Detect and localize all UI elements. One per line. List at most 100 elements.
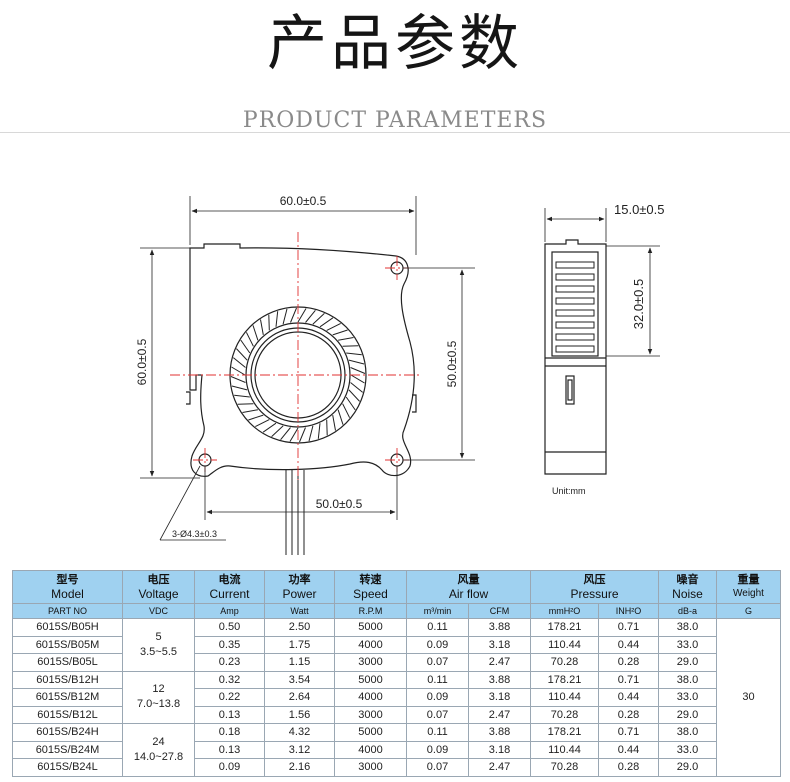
cell-m3: 0.09: [406, 688, 469, 707]
side-fin: [555, 309, 595, 317]
voltage-nominal: 24: [152, 735, 165, 748]
impeller-blade: [245, 332, 254, 347]
subheader-inh2o: INH²O: [598, 603, 659, 619]
cell-mmh2o: 70.28: [530, 653, 599, 672]
cell-amp: 0.22: [194, 688, 265, 707]
impeller-blade: [271, 425, 284, 437]
subheader-part-no: PART NO: [12, 603, 123, 619]
cell-model: 6015S/B24M: [12, 740, 123, 759]
cell-rpm: 5000: [334, 723, 407, 742]
impeller-blade: [234, 394, 250, 398]
cell-db: 38.0: [658, 618, 717, 637]
cell-cfm: 3.18: [468, 635, 531, 654]
dim-height: [140, 247, 200, 479]
impeller-blade: [326, 322, 341, 331]
side-fin: [555, 345, 595, 353]
impeller-blade: [312, 313, 325, 325]
cell-inh2o: 0.71: [598, 670, 659, 689]
impeller-blade: [231, 366, 246, 376]
impeller-blade: [319, 317, 334, 328]
cell-m3: 0.09: [406, 635, 469, 654]
subheader-watt: Watt: [264, 603, 335, 619]
cell-cfm: 3.18: [468, 688, 531, 707]
cell-cfm: 3.88: [468, 670, 531, 689]
cell-amp: 0.32: [194, 670, 265, 689]
impeller-blade: [232, 357, 246, 368]
cell-amp: 0.09: [194, 758, 265, 777]
cell-rpm: 5000: [334, 670, 407, 689]
cell-db: 29.0: [658, 705, 717, 724]
side-view: [544, 239, 607, 475]
hole-note: 3-Ø4.3±0.3: [172, 529, 217, 539]
impeller-blade: [280, 427, 291, 441]
cell-rpm: 5000: [334, 618, 407, 637]
cell-inh2o: 0.44: [598, 635, 659, 654]
cell-model: 6015S/B12H: [12, 670, 123, 689]
subheader-g: G: [716, 603, 781, 619]
dim-width-label: 60.0±0.5: [280, 194, 327, 208]
cell-amp: 0.18: [194, 723, 265, 742]
cell-cfm: 3.18: [468, 740, 531, 759]
cell-m3: 0.09: [406, 740, 469, 759]
impeller-blade: [282, 308, 288, 325]
cell-watt: 1.75: [264, 635, 335, 654]
cell-rpm: 4000: [334, 740, 407, 759]
impeller-blade: [231, 385, 248, 391]
dim-hole-vertical: [403, 267, 475, 461]
cell-watt: 2.64: [264, 688, 335, 707]
cell-inh2o: 0.71: [598, 723, 659, 742]
page-title: 产品参数: [267, 9, 523, 79]
impeller-blade: [268, 314, 270, 331]
dim-side-width-label: 15.0±0.5: [614, 202, 665, 217]
cell-m3: 0.11: [406, 723, 469, 742]
impeller-blades: [230, 307, 366, 443]
cell-mmh2o: 178.21: [530, 723, 599, 742]
impeller-blade: [260, 319, 264, 335]
impeller-blade: [299, 427, 306, 443]
impeller-blade: [290, 307, 297, 323]
cell-amp: 0.23: [194, 653, 265, 672]
fan-housing-outline: [189, 243, 415, 477]
subheader-dba: dB-a: [658, 603, 717, 619]
impeller-blade: [255, 419, 270, 428]
cell-watt: 3.12: [264, 740, 335, 759]
subheader-row: PART NO VDC Amp Watt R.P.M m³/min CFM mm…: [12, 603, 781, 619]
hole-leader: [159, 465, 226, 541]
cell-db: 38.0: [658, 723, 717, 742]
cell-rpm: 3000: [334, 758, 407, 777]
page-subtitle: PRODUCT PARAMETERS: [242, 108, 548, 133]
cell-amp: 0.50: [194, 618, 265, 637]
cell-m3: 0.07: [406, 705, 469, 724]
impeller-blade: [262, 422, 277, 433]
impeller-blade: [289, 427, 299, 442]
cell-inh2o: 0.28: [598, 653, 659, 672]
impeller-blade: [345, 396, 356, 411]
impeller-blade: [332, 329, 348, 336]
cell-m3: 0.11: [406, 670, 469, 689]
impeller-blade: [337, 409, 344, 425]
subheader-mmh2o: mmH²O: [530, 603, 599, 619]
impeller-blade: [338, 337, 354, 341]
dim-hole-horizontal-label: 50.0±0.5: [316, 497, 363, 511]
impeller-blade: [350, 374, 365, 384]
cell-m3: 0.11: [406, 618, 469, 637]
cell-db: 29.0: [658, 758, 717, 777]
impeller-blade: [230, 376, 246, 383]
subheader-amp: Amp: [194, 603, 265, 619]
cell-db: 29.0: [658, 653, 717, 672]
cell-inh2o: 0.71: [598, 618, 659, 637]
voltage-nominal: 12: [152, 683, 165, 696]
cell-mmh2o: 70.28: [530, 758, 599, 777]
